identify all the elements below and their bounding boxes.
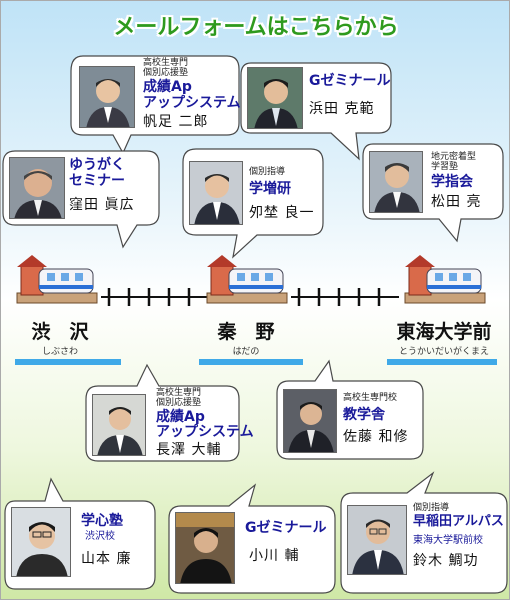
teacher-name: 帆足 二郎 [143, 114, 209, 130]
teacher-photo-icon [9, 157, 65, 219]
station-name: 東海大学前 [396, 321, 492, 343]
station-hadano: 秦 野 はだの [201, 317, 291, 357]
school-name: 教学舎 [343, 407, 385, 423]
mail-form-heading[interactable]: メールフォームはこちらから [113, 15, 399, 40]
teacher-name: 佐藤 和修 [343, 429, 409, 445]
station-tokaidaigakumae: 東海大学前 とうかいだいがくまえ [381, 317, 507, 357]
school-card-hamada[interactable]: Gゼミナール 浜田 克範 [241, 63, 391, 133]
teacher-photo-icon [92, 394, 146, 456]
school-tag: 高校生専門 [143, 58, 189, 68]
teacher-name: 夘埜 良一 [249, 205, 315, 221]
school-tag: 高校生専門 [156, 388, 202, 398]
teacher-photo-icon [369, 151, 423, 213]
school-tag: 高校生専門校 [343, 393, 398, 403]
school-card-sato[interactable]: 高校生専門校 教学舎 佐藤 和修 [277, 381, 423, 459]
teacher-name: 小川 輔 [249, 548, 300, 564]
school-name: アップシステム [156, 424, 254, 440]
school-card-suzuki[interactable]: 個別指導 早稲田アルパス 東海大学駅前校 鈴木 鯛功 [341, 493, 507, 593]
teacher-name: 鈴木 鯛功 [413, 553, 479, 569]
teacher-name: 窪田 眞広 [69, 197, 135, 213]
school-branch: 東海大学駅前校 [413, 535, 483, 546]
school-name: 学心塾 [81, 513, 123, 529]
station-name: 渋 沢 [31, 321, 89, 343]
school-name: 早稲田アルパス [413, 514, 504, 529]
station-kana: とうかいだいがくまえ [398, 347, 489, 357]
school-tag: 地元密着型 [431, 152, 477, 162]
station-shibusawa: 渋 沢 しぶさわ [15, 317, 105, 357]
teacher-photo-icon [189, 161, 243, 225]
school-branch: 渋沢校 [85, 531, 115, 542]
station-kana: はだの [232, 347, 260, 357]
school-card-uno[interactable]: 個別指導 学増研 夘埜 良一 [183, 149, 323, 235]
teacher-photo-icon [283, 389, 337, 453]
school-name: 学増研 [249, 181, 291, 197]
school-card-nagasawa[interactable]: 高校生専門 個別応援塾 成績Ap アップシステム 長澤 大輔 [86, 386, 254, 461]
school-card-kubota[interactable]: ゆうがく セミナー 窪田 眞広 [3, 151, 159, 225]
station-bar [15, 359, 121, 365]
teacher-photo-icon [247, 67, 303, 129]
teacher-name: 松田 亮 [431, 194, 482, 210]
station-bar [199, 359, 303, 365]
school-tag: 個別応援塾 [156, 398, 202, 408]
teacher-name: 山本 廉 [81, 551, 132, 567]
school-name: Gゼミナール [245, 520, 327, 536]
school-name: ゆうがく [69, 157, 125, 173]
school-name: セミナー [69, 173, 125, 189]
school-tag: 個別指導 [413, 503, 450, 513]
school-name: 成績Ap [156, 409, 205, 425]
teacher-photo-icon [347, 505, 407, 575]
teacher-name: 長澤 大輔 [156, 442, 222, 458]
station-name: 秦 野 [217, 321, 275, 343]
school-name: Gゼミナール [309, 73, 391, 89]
teacher-photo-icon [79, 66, 135, 128]
school-name: 成績Ap [143, 79, 192, 95]
school-card-matsuda[interactable]: 地元密着型 学習塾 学指会 松田 亮 [363, 144, 503, 219]
station-bar [387, 359, 497, 365]
school-name: アップシステム [143, 95, 241, 111]
teacher-photo-icon [11, 507, 71, 577]
school-name: 学指会 [431, 174, 473, 190]
school-tag: 学習塾 [431, 162, 459, 172]
teacher-name: 浜田 克範 [309, 101, 375, 117]
school-card-ogawa[interactable]: Gゼミナール 小川 輔 [169, 506, 335, 593]
school-tag: 個別応援塾 [143, 68, 189, 78]
teacher-photo-icon [175, 512, 235, 584]
railway-track [101, 288, 399, 306]
school-card-yamamoto[interactable]: 学心塾 渋沢校 山本 廉 [5, 501, 155, 589]
station-kana: しぶさわ [41, 347, 78, 357]
school-tag: 個別指導 [249, 167, 286, 177]
station-train-icon [16, 255, 486, 304]
school-card-hoashi[interactable]: 高校生専門 個別応援塾 成績Ap アップシステム 帆足 二郎 [71, 56, 241, 135]
